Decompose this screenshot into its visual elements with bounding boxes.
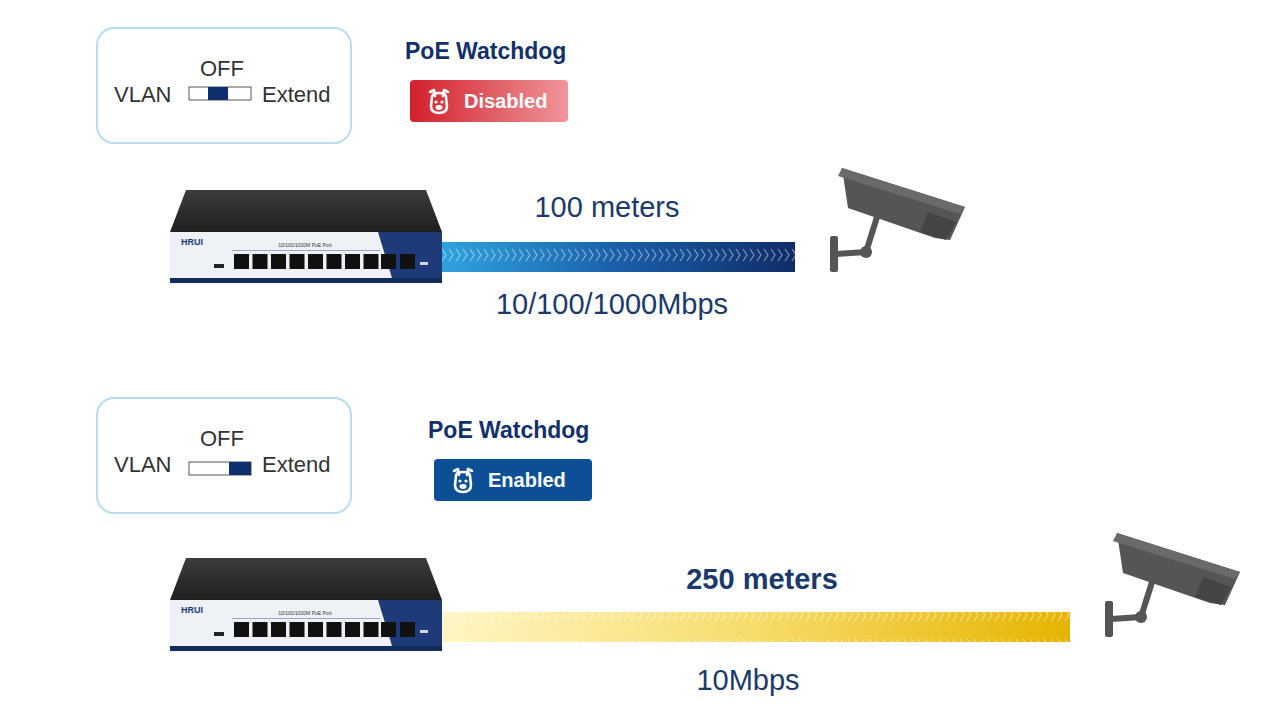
- diagram-label: 100 meters: [534, 191, 679, 224]
- status-badge: PoE WatchdogDisabled: [410, 80, 568, 122]
- switch-setting-box: OFF VLAN Extend: [96, 27, 352, 144]
- diagram-label: 10/100/1000Mbps: [496, 288, 728, 321]
- diagram-label: 10/100/1000M PoE Port: [278, 611, 331, 617]
- diagram-label: HRUI: [181, 605, 203, 615]
- cable-band: [442, 242, 795, 272]
- diagram-label: 250 meters: [686, 563, 838, 596]
- setting-label: Extend: [262, 452, 331, 477]
- watchdog-icon: [424, 86, 454, 116]
- watchdog-icon: [424, 86, 454, 116]
- dip-switch: [189, 87, 251, 100]
- badge-heading: PoE Watchdog: [405, 38, 566, 64]
- setting-label: OFF: [200, 56, 244, 81]
- setting-label: VLAN: [114, 82, 171, 107]
- setting-label: VLAN: [114, 452, 171, 477]
- status-badge: PoE WatchdogEnabled: [434, 459, 592, 501]
- dip-switch: [189, 462, 251, 475]
- setting-label: OFF: [200, 426, 244, 451]
- diagram-label: HRUI: [181, 237, 203, 247]
- watchdog-icon: [448, 465, 478, 495]
- badge-text: Disabled: [464, 90, 547, 113]
- cable-band: [442, 612, 1070, 642]
- diagram-label: 10/100/1000M PoE Port: [278, 243, 331, 249]
- badge-text: Enabled: [488, 469, 566, 492]
- switch-setting-box: OFF VLAN Extend: [96, 397, 352, 514]
- setting-label: Extend: [262, 82, 331, 107]
- watchdog-icon: [448, 465, 478, 495]
- badge-heading: PoE Watchdog: [428, 417, 589, 443]
- diagram-label: 10Mbps: [696, 664, 799, 697]
